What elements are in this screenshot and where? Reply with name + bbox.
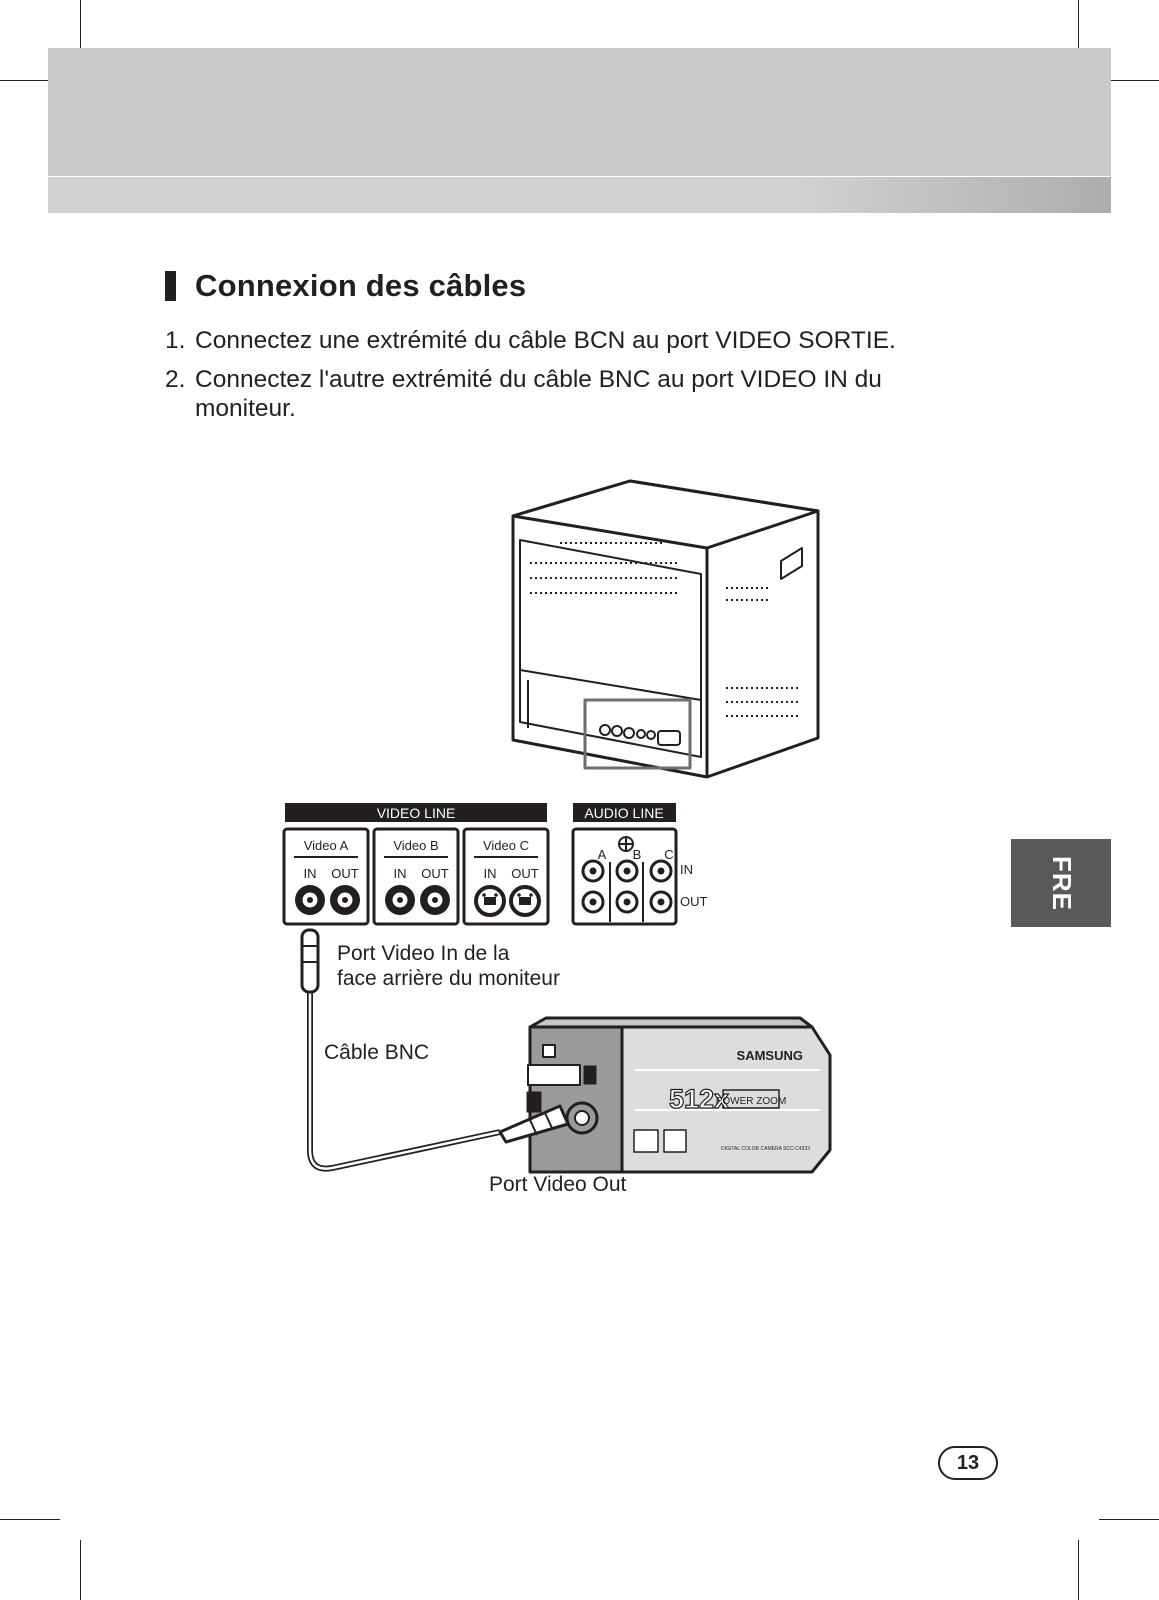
audio-in-label: IN [680,862,693,877]
crop-mark [1078,0,1079,60]
crop-mark [80,1540,81,1600]
audio-channel-label: B [633,847,642,862]
section-title-text: Connexion des câbles [195,268,527,303]
instruction-step: 1. Connectez une extrémité du câble BCN … [165,326,965,355]
bnc-plug [498,1104,570,1144]
section-title: Connexion des câbles [165,268,526,304]
port-in-label: IN [484,866,497,881]
audio-panel: A B C IN OUT [571,827,708,926]
port-in-label: IN [394,866,407,881]
bnc-cable [300,928,501,1172]
crop-mark [80,0,81,60]
audio-channel-label: C [664,847,673,862]
instruction-step: 2. Connectez l'autre extrémité du câble … [165,365,965,423]
monitor-port-label: Port Video In de la face arrière du moni… [337,941,560,991]
port-out-label: OUT [511,866,539,881]
video-group-a: Video A IN OUT [282,827,370,926]
audio-line-header: AUDIO LINE [584,805,663,821]
header-subband [48,177,1111,213]
crop-mark [1099,1519,1159,1520]
camera-illustration [498,1016,832,1174]
audio-line-header-bg [573,803,676,822]
audio-out-label: OUT [680,894,708,909]
crop-mark [1099,80,1159,81]
language-tab-label: FRE [1046,855,1077,911]
monitor-illustration [511,479,820,779]
video-line-header: VIDEO LINE [377,805,456,821]
crop-mark [0,1519,60,1520]
step-number: 1. [165,327,186,354]
port-out-label: OUT [421,866,449,881]
video-line-header-bg [285,803,547,822]
video-group-label: Video B [393,838,438,853]
monitor-port-label-line1: Port Video In de la [337,942,510,965]
cable-label: Câble BNC [324,1041,430,1064]
camera-model: DIGITAL COLOR CAMERA SCC-C4333 [721,1146,810,1152]
instruction-list: 1. Connectez une extrémité du câble BCN … [165,326,965,433]
camera-brand: SAMSUNG [737,1048,803,1063]
header-divider [48,176,1111,177]
camera-port-label: Port Video Out [489,1173,627,1196]
camera-zoom-label: POWER ZOOM [716,1096,787,1107]
step-text: Connectez l'autre extrémité du câble BNC… [195,366,882,422]
step-number: 2. [165,366,186,393]
page-number: 13 [938,1446,998,1480]
language-tab: FRE [1011,839,1111,927]
title-bullet [165,271,176,301]
video-group-label: Video A [304,838,349,853]
video-group-label: Video C [483,838,529,853]
port-out-label: OUT [331,866,359,881]
video-group-b: Video B IN OUT [372,827,460,926]
monitor-port-label-line2: face arrière du moniteur [337,967,560,990]
crop-mark [1078,1540,1079,1600]
crop-mark [0,80,60,81]
camera-zoom: 512x [669,1084,729,1114]
video-group-c: Video C IN OUT [462,827,550,926]
port-in-label: IN [304,866,317,881]
step-text: Connectez une extrémité du câble BCN au … [195,327,896,354]
audio-channel-label: A [598,847,607,862]
header-band [48,48,1111,176]
